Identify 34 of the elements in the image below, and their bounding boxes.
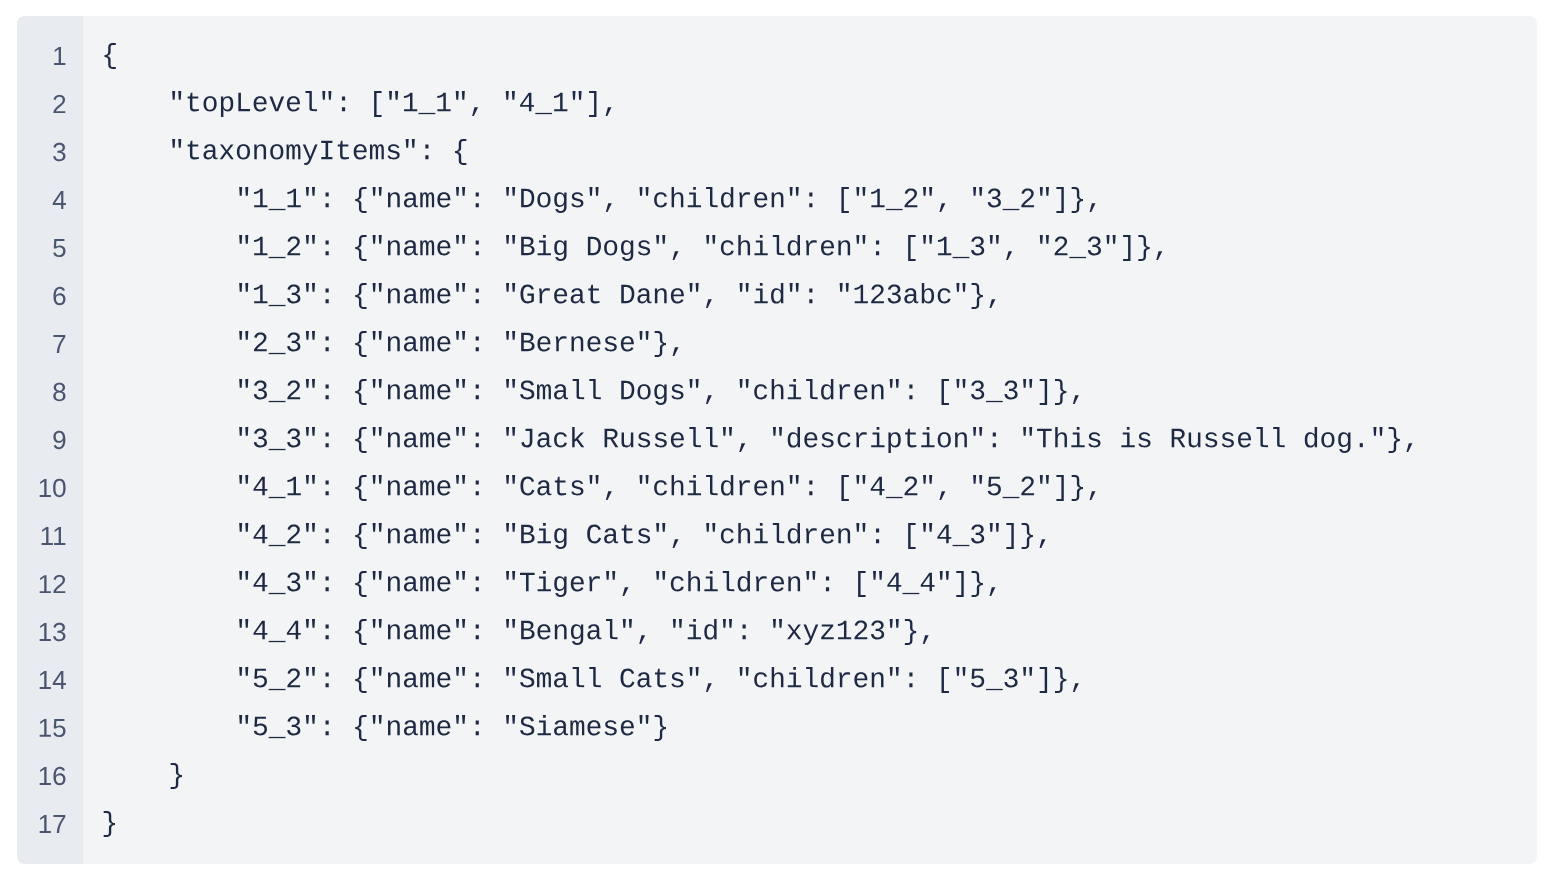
code-line: "4_4": {"name": "Bengal", "id": "xyz123"}, (239, 619, 929, 645)
code-line: "1_2": {"name": "Big Dogs", "children": ["1_3", "2_3"]}, (239, 235, 1163, 261)
code-line: "taxonomyItems": { (172, 139, 467, 165)
line-number: 15 (39, 718, 66, 738)
code-line: "1_3": {"name": "Great Dane", "id": "123abc"}, (239, 283, 996, 309)
line-number: 6 (53, 286, 66, 306)
code-line: "1_1": {"name": "Dogs", "children": ["1_2", "3_2"]}, (239, 187, 1096, 213)
code-line: "4_1": {"name": "Cats", "children": ["4_2", "5_2"]}, (239, 475, 1096, 501)
line-number: 4 (52, 191, 66, 209)
line-number: 8 (53, 382, 66, 402)
code-line: "2_3": {"name": "Bernese"}, (239, 331, 679, 357)
line-number: 1 (54, 47, 66, 65)
code-line: "3_2": {"name": "Small Dogs", "children": ["3_3"]}, (239, 379, 1079, 405)
code-line: "4_2": {"name": "Big Cats", "children": ["4_3"]}, (239, 523, 1046, 549)
code-line: "3_3": {"name": "Jack Russell", "description": "This is Russell dog."}, (239, 427, 1413, 453)
code-line: } (103, 811, 115, 837)
code-line: } (170, 763, 182, 789)
line-number: 10 (39, 478, 66, 498)
code-line: "5_3": {"name": "Siamese"} (239, 715, 666, 741)
code-line: "4_3": {"name": "Tiger", "children": ["4_4"]}, (239, 571, 996, 597)
line-number: 13 (39, 622, 66, 642)
line-number: 7 (53, 335, 66, 353)
line-number: 14 (39, 671, 66, 689)
line-number: 3 (53, 142, 66, 162)
code-line: "5_2": {"name": "Small Cats", "children": ["5_3"]}, (239, 667, 1079, 693)
line-number: 5 (53, 238, 66, 258)
line-number: 16 (39, 766, 66, 786)
code-line: { (104, 43, 116, 69)
line-number: 12 (39, 574, 66, 594)
line-number: 9 (53, 430, 66, 450)
line-number: 11 (41, 527, 66, 545)
line-number: 17 (39, 815, 66, 833)
code-line: "topLevel": ["1_1", "4_1"], (172, 91, 612, 117)
line-number: 2 (53, 94, 66, 114)
